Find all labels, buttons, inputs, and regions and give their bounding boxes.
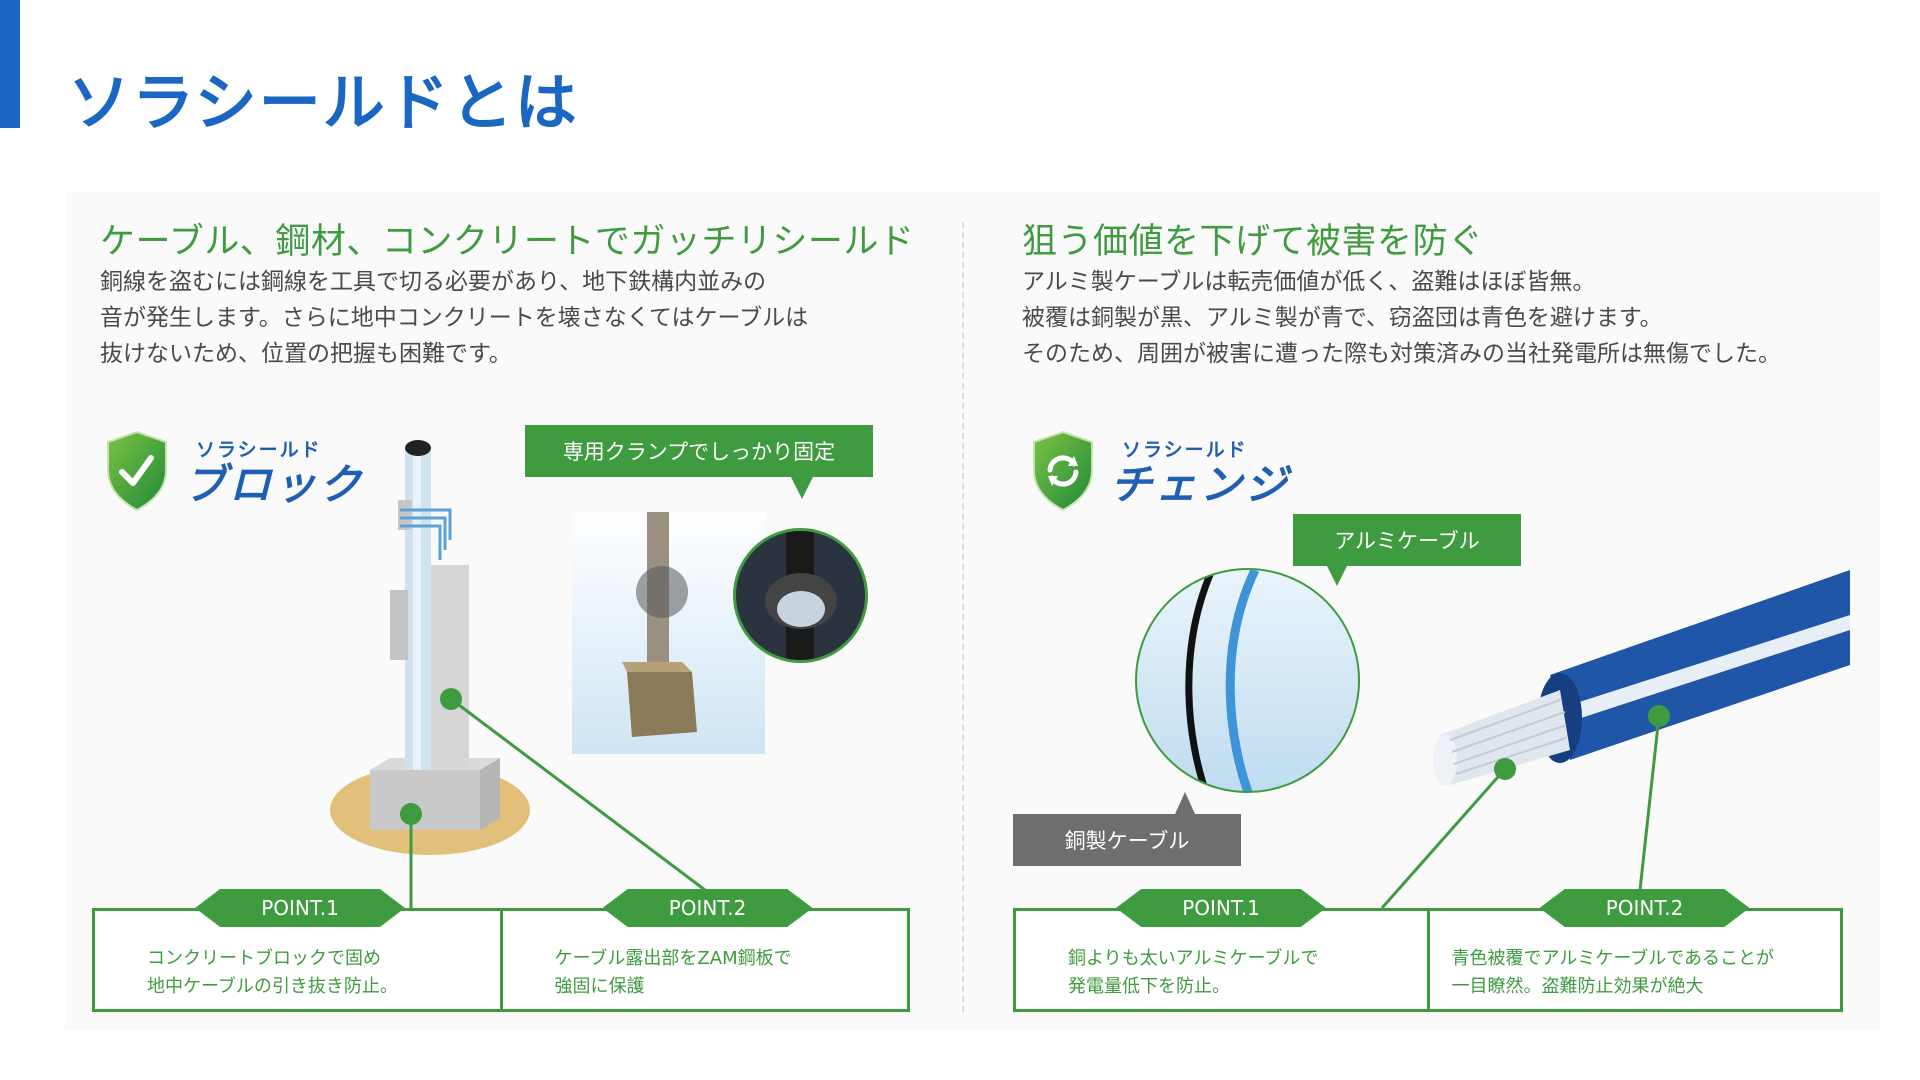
left-body-line: 音が発生します。さらに地中コンクリートを壊さなくてはケーブルは: [100, 305, 809, 331]
point-line: 銅よりも太いアルミケーブルで: [1068, 948, 1319, 969]
copper-callout-label: 銅製ケーブル: [1064, 829, 1190, 853]
clamp-photo: [572, 512, 765, 754]
clamp-callout-label: 専用クランプでしっかり固定: [562, 440, 836, 464]
point-badge: POINT.1: [195, 889, 405, 927]
aluminum-callout-label: アルミケーブル: [1334, 529, 1480, 553]
point-description: 銅よりも太いアルミケーブルで 発電量低下を防止。: [1068, 945, 1318, 1001]
right-body-line: アルミ製ケーブルは転売価値が低く、盗難はほぼ皆無。: [1022, 269, 1596, 295]
point-cell: POINT.2 ケーブル露出部をZAM鋼板で 強固に保護: [499, 889, 908, 1009]
point-cell: POINT.2 青色被覆でアルミケーブルであることが 一目瞭然。盗難防止効果が絶…: [1426, 889, 1841, 1009]
left-heading: ケーブル、鋼材、コンクリートでガッチリシールド: [100, 222, 915, 262]
point-description: コンクリートブロックで固め 地中ケーブルの引き抜き防止。: [147, 945, 398, 1001]
right-body: アルミ製ケーブルは転売価値が低く、盗難はほぼ皆無。 被覆は銅製が黒、アルミ製が青…: [1022, 264, 1781, 372]
clamp-zoom-circle: [733, 528, 868, 663]
aluminum-callout: アルミケーブル: [1293, 514, 1521, 566]
point-line: 強固に保護: [554, 976, 645, 997]
concrete-block-pole-illustration: [330, 440, 550, 860]
logo-block: ソラシールド チェンジ: [1030, 430, 1290, 512]
point-line: コンクリートブロックで固め: [147, 948, 381, 969]
aluminum-cable-illustration: [1420, 560, 1850, 800]
point-badge: POINT.2: [1539, 889, 1750, 927]
point-line: 発電量低下を防止。: [1068, 976, 1230, 997]
point-cell: POINT.1 銅よりも太いアルミケーブルで 発電量低下を防止。: [1016, 889, 1427, 1009]
point-line: 一目瞭然。盗難防止効果が絶大: [1451, 976, 1704, 997]
point-cell: POINT.1 コンクリートブロックで固め 地中ケーブルの引き抜き防止。: [95, 889, 500, 1009]
callout-pointer: [791, 477, 813, 499]
point1-marker: [1494, 758, 1516, 780]
left-body-line: 抜けないため、位置の把握も困難です。: [100, 341, 512, 367]
point-line: 青色被覆でアルミケーブルであることが: [1451, 948, 1775, 969]
title-accent-bar: [0, 0, 20, 128]
point-line: ケーブル露出部をZAM鋼板で: [554, 948, 792, 969]
cable-zoom-circle: [1135, 568, 1360, 793]
point-description: ケーブル露出部をZAM鋼板で 強固に保護: [555, 945, 792, 1001]
logo-product-name: チェンジ: [1110, 459, 1291, 509]
page-title: ソラシールドとは: [68, 66, 579, 139]
point-badge: POINT.2: [602, 889, 813, 927]
right-body-line: 被覆は銅製が黒、アルミ製が青で、窃盗団は青色を避けます。: [1022, 305, 1663, 331]
left-points-box: POINT.1 コンクリートブロックで固め 地中ケーブルの引き抜き防止。 POI…: [92, 889, 910, 1012]
shield-check-icon: [104, 430, 170, 512]
point1-marker: [400, 803, 422, 825]
right-heading: 狙う価値を下げて被害を防ぐ: [1022, 222, 1484, 262]
left-body-line: 銅線を盗むには鋼線を工具で切る必要があり、地下鉄構内並みの: [100, 269, 767, 295]
point2-marker: [1648, 705, 1670, 727]
logo-brand-small: ソラシールド: [1122, 438, 1248, 461]
logo-brand-small: ソラシールド: [196, 438, 322, 461]
logo-product-name: ブロック: [184, 459, 365, 509]
point-badge: POINT.1: [1116, 889, 1326, 927]
shield-refresh-icon: [1030, 430, 1096, 512]
right-points-box: POINT.1 銅よりも太いアルミケーブルで 発電量低下を防止。 POINT.2…: [1013, 889, 1843, 1012]
clamp-callout: 専用クランプでしっかり固定: [525, 425, 873, 477]
column-divider: [962, 222, 964, 1012]
point-description: 青色被覆でアルミケーブルであることが 一目瞭然。盗難防止効果が絶大: [1452, 945, 1775, 1001]
copper-callout: 銅製ケーブル: [1013, 814, 1241, 866]
point2-marker: [440, 688, 462, 710]
right-body-line: そのため、周囲が被害に遭った際も対策済みの当社発電所は無傷でした。: [1022, 341, 1781, 367]
callout-pointer: [1175, 792, 1195, 814]
left-body: 銅線を盗むには鋼線を工具で切る必要があり、地下鉄構内並みの 音が発生します。さら…: [100, 264, 808, 372]
callout-pointer: [1327, 566, 1347, 586]
point-line: 地中ケーブルの引き抜き防止。: [147, 976, 398, 997]
logo-block: ソラシールド ブロック: [104, 430, 364, 512]
